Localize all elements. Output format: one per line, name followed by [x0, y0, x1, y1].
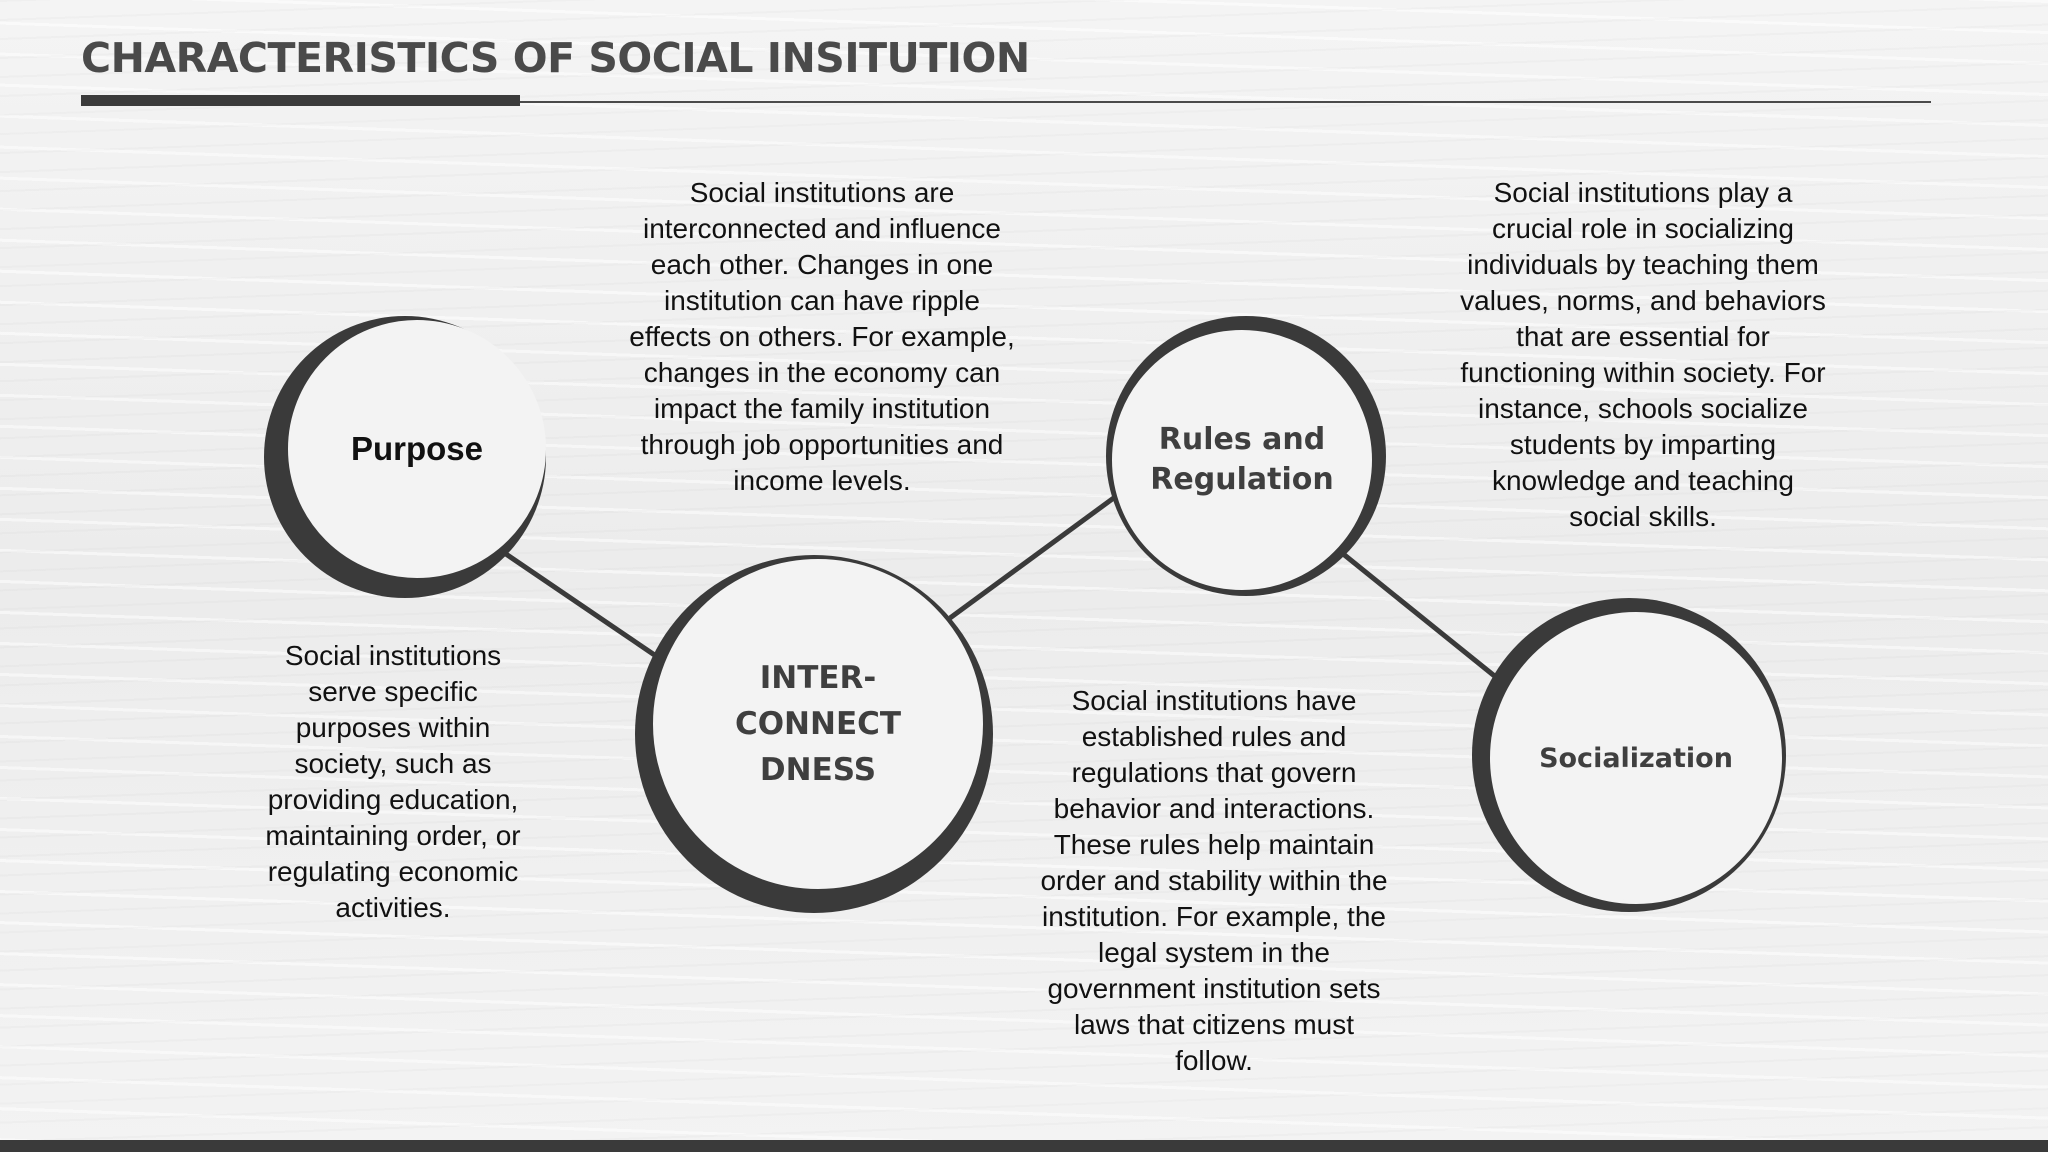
- connector-purpose-interconnectedness: [498, 547, 658, 659]
- node-rules-label-line-1: Rules and: [1158, 422, 1326, 457]
- connector-rules-socialization: [1340, 551, 1499, 680]
- node-purpose-disc: Purpose: [288, 320, 546, 578]
- desc-purpose: Social institutions serve specific purpo…: [265, 640, 521, 923]
- node-interconnectedness-disc: INTER- CONNECT DNESS: [653, 559, 983, 889]
- node-interconnectedness-label-line-3: DNESS: [759, 752, 877, 788]
- slide-title: CHARACTERISTICS OF SOCIAL INSITUTION: [81, 34, 1030, 82]
- node-interconnectedness-label: INTER- CONNECT DNESS: [735, 655, 901, 793]
- node-purpose: Purpose: [264, 316, 546, 598]
- desc-interconnectedness: Social institutions are interconnected a…: [629, 177, 1015, 496]
- desc-rules: Social institutions have established rul…: [1040, 685, 1388, 1076]
- node-interconnectedness: INTER- CONNECT DNESS: [635, 555, 993, 913]
- node-interconnectedness-label-line-2: CONNECT: [734, 706, 902, 742]
- node-socialization-disc: Socialization: [1490, 612, 1782, 904]
- node-socialization: Socialization: [1472, 598, 1786, 912]
- bottom-strip: [0, 1140, 2048, 1152]
- node-rules-label-line-2: Regulation: [1150, 462, 1334, 497]
- node-purpose-label: Purpose: [350, 430, 484, 467]
- desc-socialization: Social institutions play a crucial role …: [1460, 177, 1826, 532]
- node-rules-label: Rules and Regulation: [1150, 420, 1333, 500]
- connector-interconnectedness-rules: [948, 494, 1117, 621]
- node-rules: Rules and Regulation: [1106, 316, 1386, 596]
- node-rules-disc: Rules and Regulation: [1112, 330, 1372, 590]
- node-socialization-label: Socialization: [1539, 742, 1733, 774]
- title-underline-thick: [81, 95, 520, 106]
- node-interconnectedness-label-line-1: INTER-: [759, 660, 877, 696]
- title-underline-thin: [520, 101, 1931, 103]
